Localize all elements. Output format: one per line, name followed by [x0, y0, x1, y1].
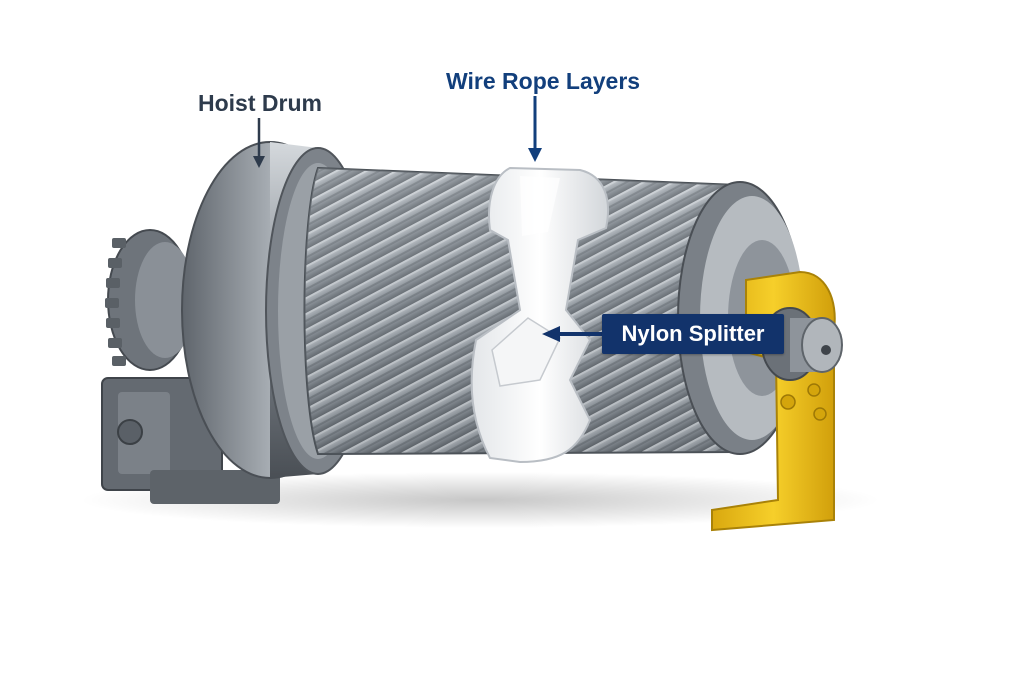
- arrow-left-icon: [542, 326, 604, 342]
- nylon-splitter: [470, 166, 610, 464]
- arrow-down-icon: [528, 96, 542, 162]
- hoist-drum-label: Hoist Drum: [198, 90, 322, 116]
- drive-gear: [105, 229, 195, 371]
- wire-rope-layers-label: Wire Rope Layers: [446, 68, 641, 94]
- gearbox: [101, 377, 280, 504]
- arrow-down-icon: [253, 118, 265, 168]
- nylon-splitter-callout: Nylon Splitter: [602, 314, 784, 354]
